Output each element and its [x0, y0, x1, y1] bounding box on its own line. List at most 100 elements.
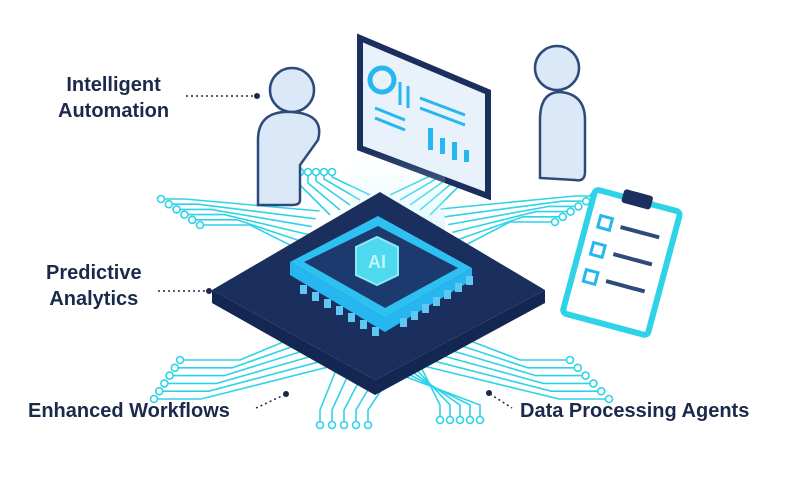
trace-node: [156, 194, 166, 204]
label-line: Intelligent: [66, 74, 161, 96]
checklist-clipboard-icon: [560, 187, 683, 338]
chip-pin: [444, 290, 451, 299]
connector-enhanced-workflows: [255, 394, 285, 409]
trace-node: [149, 394, 159, 404]
trace-node: [475, 415, 485, 425]
connector-data-processing-agents: [489, 393, 513, 409]
trace-node: [445, 415, 455, 425]
trace-node: [165, 371, 174, 380]
circuit-trace: [161, 198, 320, 212]
trace-node: [363, 420, 373, 430]
circuit-trace: [459, 221, 555, 249]
trace-node: [589, 379, 598, 388]
label-predictive-analytics: Predictive Analytics: [46, 260, 142, 312]
circuit-trace: [448, 205, 579, 226]
circuit-trace: [154, 360, 353, 400]
chip-pin: [360, 320, 367, 329]
trace-node: [351, 420, 361, 430]
label-connectors: [158, 95, 513, 409]
chip-pin: [455, 283, 462, 292]
connector-dot: [486, 390, 492, 396]
trace-node: [327, 167, 337, 177]
circuit-trace: [174, 339, 311, 369]
connector-dot: [206, 288, 212, 294]
circuit-trace: [444, 200, 587, 218]
circuit-trace: [200, 224, 301, 251]
label-data-processing-agents: Data Processing Agents: [520, 400, 750, 422]
circuit-trace: [159, 355, 342, 393]
circuit-trace: [452, 210, 571, 234]
trace-node: [319, 167, 329, 177]
trace-node: [164, 199, 174, 209]
circuit-trace: [413, 366, 451, 420]
chip-pin: [300, 285, 307, 294]
circuit-trace: [299, 172, 331, 216]
label-line: Analytics: [49, 288, 139, 310]
connector-dot: [254, 93, 260, 99]
chip-pin: [372, 327, 379, 336]
circuit-trace: [401, 370, 471, 420]
trace-node: [596, 386, 606, 396]
trace-node: [180, 210, 189, 219]
person-left-icon: [256, 66, 321, 207]
circuit-trace: [168, 203, 316, 220]
circuit-trace: [444, 339, 578, 369]
circuit-trace: [419, 364, 441, 420]
circuit-trace: [164, 349, 332, 385]
circuit-trace: [192, 219, 305, 243]
trace-node: [581, 371, 590, 380]
trace-node: [566, 207, 575, 216]
chip-pin: [324, 299, 331, 308]
chip-pins: [300, 276, 473, 336]
label-intelligent-automation: Intelligent Automation: [58, 72, 169, 124]
trace-node: [175, 355, 185, 365]
circuit-trace: [423, 349, 594, 385]
trace-node: [339, 420, 349, 430]
circuit-trace: [319, 359, 341, 425]
ai-badge: [355, 235, 399, 287]
circuit-trace: [407, 368, 461, 420]
chip-pin: [411, 311, 418, 320]
circuit-trace: [433, 344, 586, 377]
trace-node: [327, 420, 337, 430]
chip-pin: [466, 276, 473, 285]
trace-node: [455, 415, 465, 425]
trace-node: [187, 215, 197, 225]
trace-node: [170, 363, 180, 373]
trace-node: [565, 355, 575, 365]
circuit-trace: [180, 334, 301, 361]
label-line: Automation: [58, 100, 170, 122]
circuit-trace: [454, 334, 570, 361]
trace-node: [154, 386, 164, 396]
chip-pin: [312, 292, 319, 301]
trace-node: [604, 394, 614, 404]
trace-node: [435, 415, 445, 425]
chip-pin: [422, 304, 429, 313]
label-line: Predictive: [46, 262, 142, 284]
trace-node: [303, 167, 313, 177]
trace-node: [574, 202, 583, 211]
connector-dot: [283, 391, 289, 397]
trace-node: [573, 363, 583, 373]
chip-pin: [336, 306, 343, 315]
chip-pin: [348, 313, 355, 322]
circuit-trace: [402, 360, 609, 400]
trace-node: [315, 420, 325, 430]
ai-badge-text: AI: [368, 252, 386, 272]
trace-node: [311, 167, 321, 177]
circuit-trace: [455, 216, 563, 241]
circuit-trace: [395, 372, 481, 420]
trace-node: [195, 220, 205, 230]
person-right-icon: [533, 44, 587, 182]
circuit-trace: [169, 344, 322, 377]
label-enhanced-workflows: Enhanced Workflows: [28, 400, 230, 422]
trace-node: [172, 205, 181, 214]
circuit-trace: [184, 213, 308, 236]
trace-node: [550, 217, 560, 227]
trace-node: [160, 379, 169, 388]
trace-node: [558, 212, 568, 222]
trace-node: [465, 415, 475, 425]
circuit-trace: [440, 195, 594, 210]
